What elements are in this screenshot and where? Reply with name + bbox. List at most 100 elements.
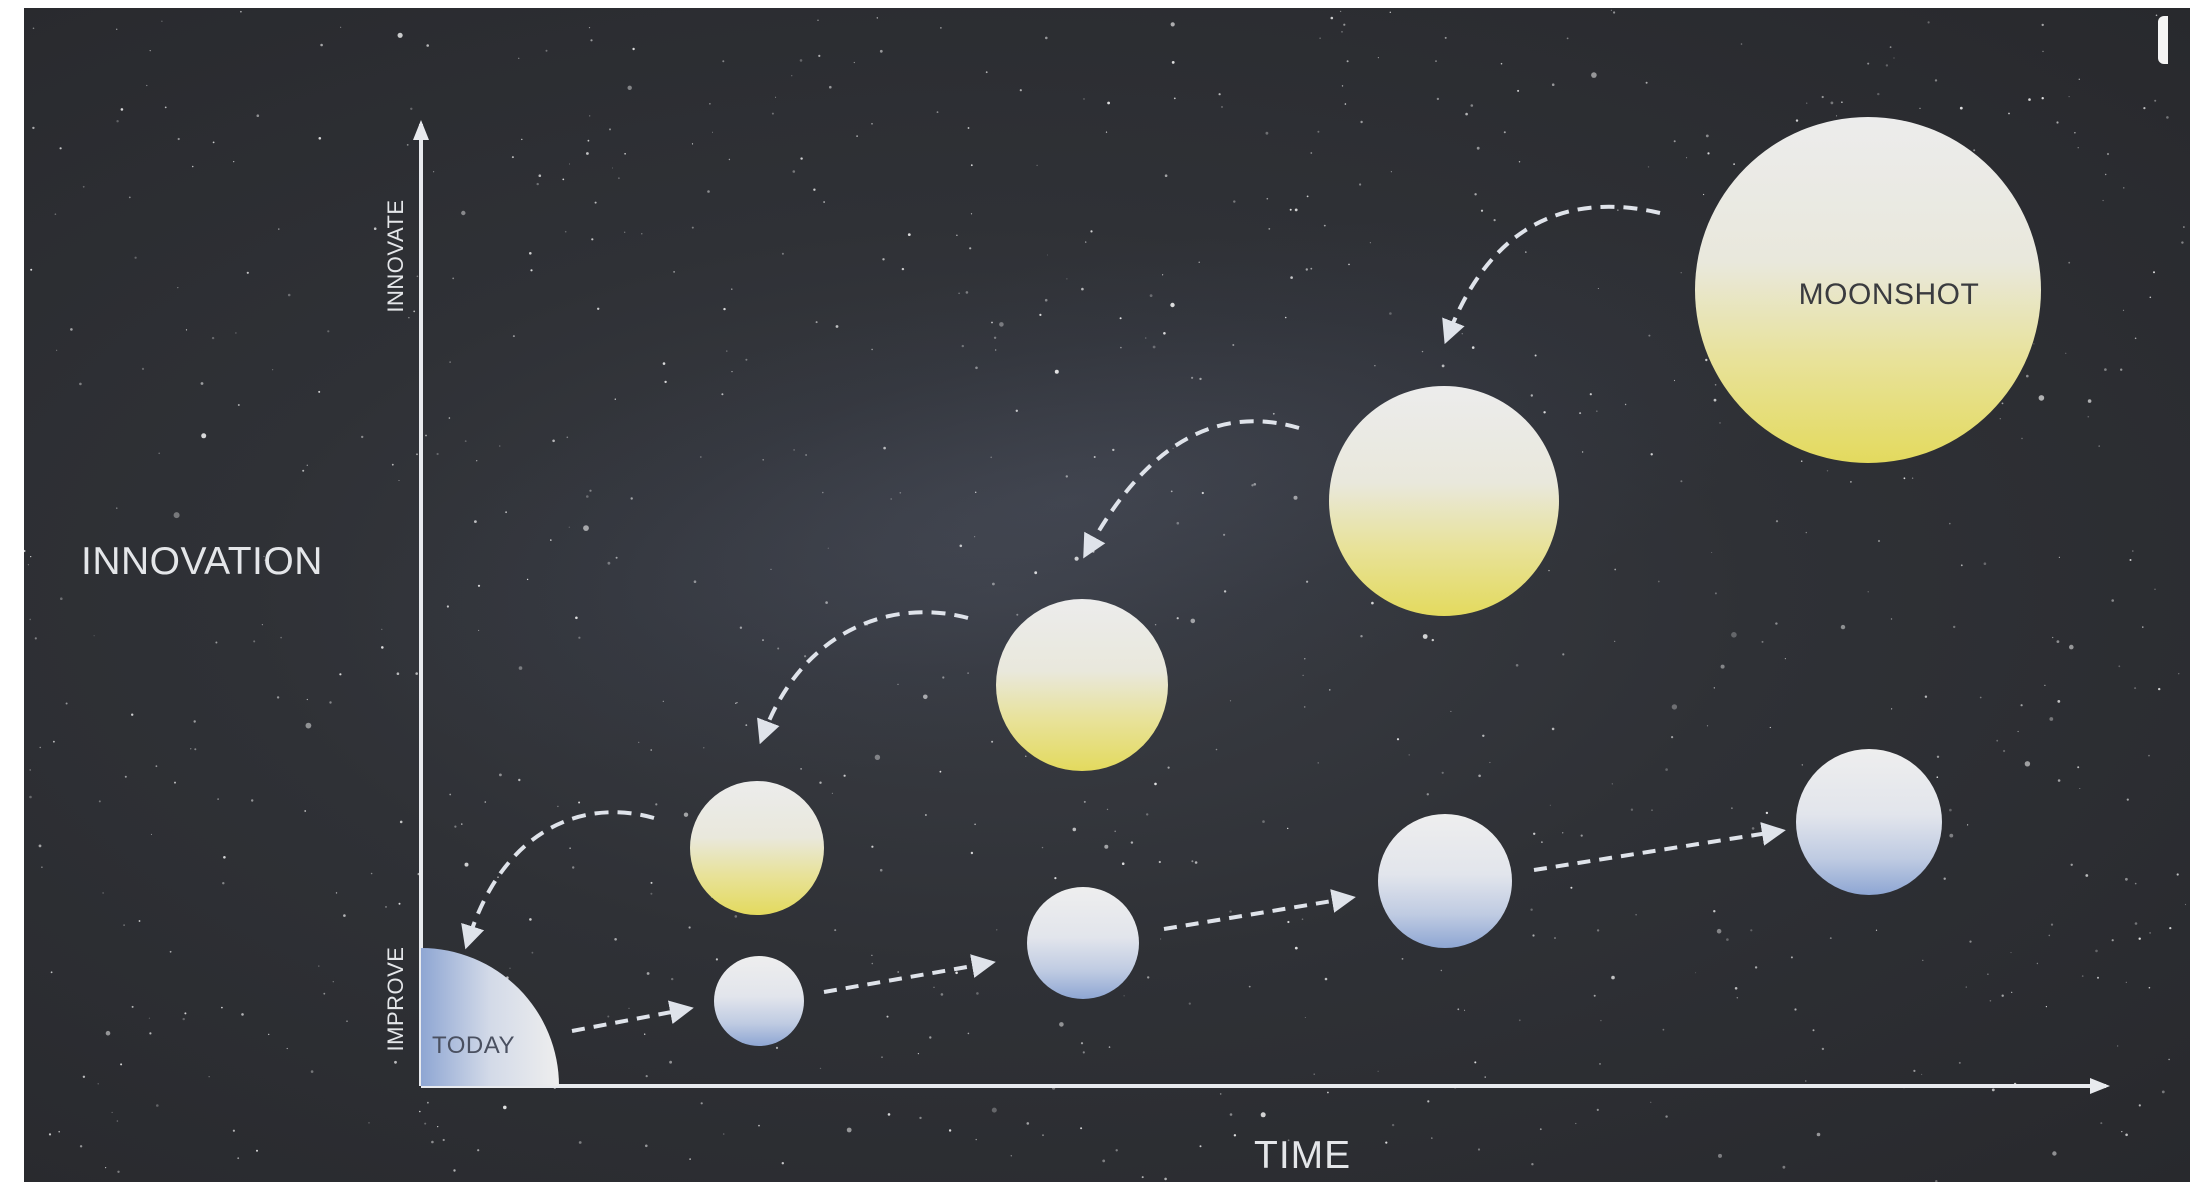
star: [846, 1127, 852, 1133]
star: [731, 371, 733, 373]
star: [856, 135, 858, 137]
today-label: TODAY: [432, 1032, 515, 1059]
star: [728, 158, 731, 161]
star: [1600, 1019, 1602, 1022]
star: [373, 227, 377, 230]
star: [572, 866, 575, 869]
star: [2149, 932, 2151, 934]
star: [568, 526, 570, 528]
star: [879, 868, 883, 872]
star: [1105, 131, 1108, 133]
star: [1348, 263, 1350, 266]
star: [241, 1013, 244, 1016]
star: [251, 799, 254, 802]
star: [1733, 163, 1735, 166]
star: [1740, 43, 1743, 45]
improve-arrow-4: [1533, 822, 1786, 872]
star: [1036, 164, 1038, 167]
star: [413, 310, 416, 313]
star: [1083, 800, 1086, 803]
star: [1801, 764, 1804, 766]
star: [518, 778, 521, 782]
star: [29, 795, 32, 799]
star: [1176, 617, 1179, 620]
star: [925, 814, 927, 816]
star: [29, 769, 31, 771]
star: [731, 288, 733, 290]
innovate-moon-2: [996, 599, 1168, 771]
star: [2001, 402, 2004, 405]
star: [1360, 635, 1363, 638]
innovate-arrow-4: [1442, 204, 1661, 345]
innovate-arrow-1: [461, 810, 655, 950]
star: [1836, 115, 1838, 117]
star: [124, 775, 127, 778]
star: [1903, 477, 1906, 480]
moonshot-circle: [1695, 117, 2041, 463]
star: [1949, 833, 1954, 838]
star: [448, 417, 451, 419]
slide: INNOVATION INNOVATE IMPROVE TIME MOONSHO…: [24, 8, 2190, 1182]
star: [1360, 120, 1363, 124]
star: [587, 139, 590, 142]
star: [995, 349, 997, 351]
star: [415, 672, 419, 675]
star: [1794, 1008, 1797, 1011]
star: [1440, 969, 1443, 972]
star: [876, 17, 878, 19]
star: [1539, 1128, 1542, 1131]
star: [578, 801, 581, 804]
star: [240, 10, 242, 13]
star: [975, 366, 978, 370]
star: [38, 844, 42, 848]
star: [1162, 274, 1164, 276]
star: [644, 1033, 646, 1035]
star: [1085, 241, 1087, 243]
star: [1287, 920, 1290, 924]
star: [1720, 664, 1725, 669]
star: [562, 178, 565, 181]
star: [1596, 410, 1598, 412]
star: [2068, 96, 2070, 98]
improve-arrow-3: [1163, 889, 1356, 931]
star: [70, 328, 73, 331]
star: [1107, 101, 1110, 105]
star: [2149, 296, 2152, 299]
star: [280, 636, 282, 639]
star: [381, 628, 383, 631]
star: [60, 597, 63, 600]
star: [1426, 793, 1430, 796]
star: [169, 950, 172, 953]
star: [2154, 588, 2156, 590]
star: [131, 713, 134, 716]
star: [800, 157, 803, 160]
star: [609, 128, 611, 131]
star: [1391, 1123, 1395, 1127]
star: [1482, 734, 1485, 737]
improve-planet-4: [1796, 749, 1942, 895]
star: [2087, 399, 2092, 403]
star: [237, 404, 240, 406]
star: [1826, 470, 1829, 472]
star: [194, 748, 197, 751]
star: [1531, 1163, 1534, 1166]
star: [1173, 97, 1176, 100]
star: [664, 380, 667, 384]
star: [2057, 700, 2061, 703]
star: [2148, 754, 2150, 757]
star: [318, 137, 322, 140]
star: [1765, 811, 1769, 815]
star: [2138, 1104, 2141, 1107]
star: [335, 892, 338, 894]
star: [518, 57, 520, 59]
star: [975, 491, 977, 493]
star: [1575, 1122, 1577, 1125]
star: [1805, 531, 1808, 534]
star: [874, 754, 881, 760]
star: [781, 1162, 784, 1165]
star: [1329, 689, 1331, 691]
star: [2017, 730, 2019, 733]
diagram-graphics: [413, 117, 2110, 1094]
star: [1304, 1017, 1306, 1018]
star: [1431, 1137, 1433, 1139]
